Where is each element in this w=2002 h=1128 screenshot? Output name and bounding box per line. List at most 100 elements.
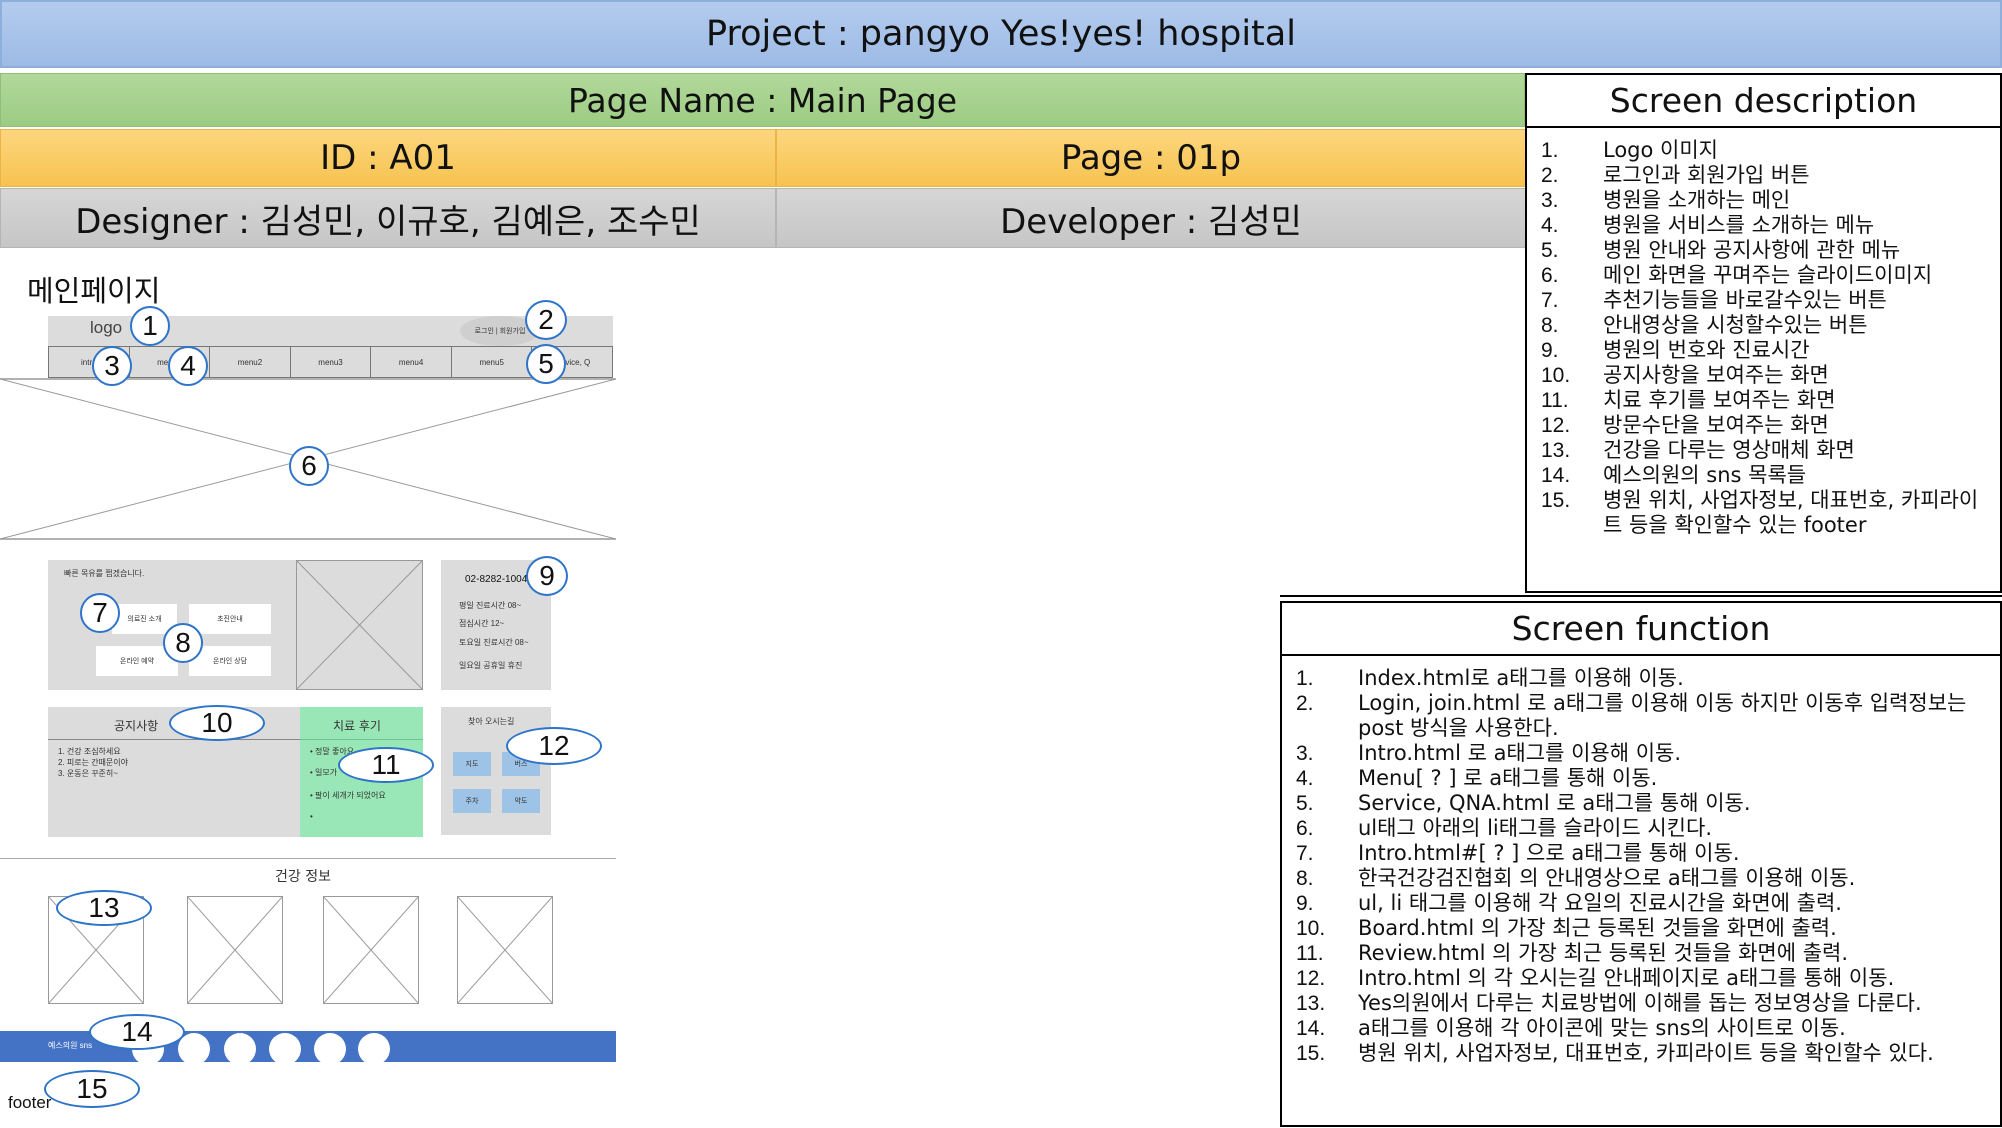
screen-description-panel: Screen description 1.Logo 이미지 2.로그인과 회원가… — [1525, 73, 2002, 593]
wf-phone: 02-8282-1004 — [465, 574, 528, 585]
screen-function-title: Screen function — [1282, 603, 2000, 656]
wf-direction-button: 주차 — [453, 789, 491, 813]
function-item: 13.Yes의원에서 다루는 치료방법에 이해를 돕는 정보영상을 다룬다. — [1296, 991, 1922, 1015]
function-item: 2.Login, join.html 로 a태그를 이용해 이동 하지만 이동후… — [1296, 691, 1967, 740]
wf-logo: logo — [90, 318, 123, 337]
function-item: 1.Index.html로 a태그를 이용해 이동. — [1296, 666, 1684, 690]
description-item: 15.병원 위치, 사업자정보, 대표번호, 카피라이트 등을 확인할수 있는 … — [1541, 488, 1979, 537]
marker-13: 13 — [56, 890, 152, 926]
wf-review-title: 치료 후기 — [333, 719, 381, 733]
function-item: 12.Intro.html 의 각 오시는길 안내페이지로 a태그를 통해 이동… — [1296, 966, 1895, 990]
wf-hours-line: 일요일 공휴일 휴진 — [459, 661, 523, 670]
description-item: 1.Logo 이미지 — [1541, 138, 1718, 162]
function-item: 3.Intro.html 로 a태그를 이용해 이동. — [1296, 741, 1682, 765]
project-title: Project : pangyo Yes!yes! hospital — [706, 14, 1296, 54]
marker-3: 3 — [92, 346, 132, 386]
wf-menu-bar: intro menu1 menu2 menu3 menu4 menu5 serv… — [48, 346, 613, 378]
wf-video-placeholder — [296, 560, 423, 690]
marker-7: 7 — [80, 593, 120, 633]
screen-function-panel: Screen function 1.Index.html로 a태그를 이용해 이… — [1280, 601, 2002, 1127]
wf-review-item: • — [310, 812, 313, 821]
wf-review-item: • 정말 좋아요 — [310, 747, 355, 756]
function-item: 10.Board.html 의 가장 최근 등록된 것들을 화면에 출력. — [1296, 916, 1837, 940]
wireframe-title: 메인페이지 — [27, 274, 161, 308]
wf-direction-button: 지도 — [453, 752, 491, 776]
wf-menu-item: menu3 — [291, 347, 372, 377]
designer-cell: Designer : 김성민, 이규호, 김예은, 조수민 — [0, 188, 776, 248]
description-item: 5.병원 안내와 공지사항에 관한 메뉴 — [1541, 238, 1901, 262]
marker-8: 8 — [163, 623, 203, 663]
function-item: 4.Menu[ ? ] 로 a태그를 통해 이동. — [1296, 766, 1658, 790]
wf-health-video-placeholder — [187, 896, 283, 1004]
wf-notice-item: 2. 피로는 간때문이야 — [58, 758, 128, 767]
wf-login-join-label: 로그인 | 회원가입 — [474, 328, 526, 335]
function-item: 7.Intro.html#[ ? ] 으로 a태그를 통해 이동. — [1296, 841, 1740, 865]
wf-notice-title: 공지사항 — [114, 719, 159, 733]
wf-hours-line: 평일 진료시간 08~ — [459, 601, 522, 610]
wf-menu-item: menu2 — [210, 347, 291, 377]
wf-notice-item: 3. 운동은 꾸준히~ — [58, 769, 118, 778]
marker-1: 1 — [130, 306, 170, 346]
page-id: ID : A01 — [320, 138, 456, 178]
marker-2: 2 — [525, 300, 567, 340]
wf-menu-item: menu4 — [371, 347, 452, 377]
marker-11: 11 — [338, 747, 434, 783]
marker-6: 6 — [289, 446, 329, 486]
description-item: 10.공지사항을 보여주는 화면 — [1541, 363, 1829, 387]
wf-review-divider — [300, 739, 423, 740]
marker-10: 10 — [169, 705, 265, 741]
description-item: 12.방문수단을 보여주는 화면 — [1541, 413, 1829, 437]
marker-9: 9 — [526, 556, 568, 596]
project-title-bar: Project : pangyo Yes!yes! hospital — [0, 0, 2002, 68]
description-item: 11.치료 후기를 보여주는 화면 — [1541, 388, 1836, 412]
description-item: 4.병원을 서비스를 소개하는 메뉴 — [1541, 213, 1875, 237]
page-name: Page Name : Main Page — [568, 80, 957, 120]
description-item: 3.병원을 소개하는 메인 — [1541, 188, 1791, 212]
description-item: 6.메인 화면을 꾸며주는 슬라이드이미지 — [1541, 263, 1933, 287]
wf-health-divider — [0, 858, 616, 859]
wf-health-video-placeholder — [323, 896, 419, 1004]
function-item: 8.한국건강검진협회 의 안내영상으로 a태그를 이용해 이동. — [1296, 866, 1856, 890]
wf-sns-label: 예스의원 sns — [48, 1041, 93, 1050]
wf-directions-title: 찾아 오시는길 — [468, 717, 515, 726]
wf-review-item: • 팔이 세개가 되었어요 — [310, 791, 386, 800]
wf-notice-divider — [48, 739, 300, 740]
description-item: 14.예스의원의 sns 목록들 — [1541, 463, 1807, 487]
wf-menu-item: menu5 — [452, 347, 533, 377]
function-panel-top-rule — [1280, 595, 2002, 597]
wf-review-item-text: 정말 좋아요 — [315, 747, 355, 756]
description-item: 9.병원의 번호와 진료시간 — [1541, 338, 1810, 362]
wf-sns-icon — [358, 1033, 390, 1065]
designer: Designer : 김성민, 이규호, 김예은, 조수민 — [75, 201, 701, 242]
wf-health-video-placeholder — [457, 896, 553, 1004]
screen-function-list: 1.Index.html로 a태그를 이용해 이동. 2.Login, join… — [1282, 656, 2000, 1066]
wf-hours-line: 점심시간 12~ — [459, 619, 505, 628]
function-item: 11.Review.html 의 가장 최근 등록된 것들을 화면에 출력. — [1296, 941, 1849, 965]
wf-notice-item: 1. 건강 조심하세요 — [58, 747, 121, 756]
wf-health-title: 건강 정보 — [275, 869, 331, 885]
wf-review-item-text: 일모가 — [315, 768, 338, 777]
wf-footer-label: footer — [8, 1093, 52, 1112]
marker-4: 4 — [168, 346, 208, 386]
marker-12: 12 — [506, 727, 602, 765]
wf-quick-button: 초진안내 — [189, 604, 271, 634]
description-item: 13.건강을 다루는 영상매체 화면 — [1541, 438, 1855, 462]
function-item: 14.a태그를 이용해 각 아이콘에 맞는 sns의 사이트로 이동. — [1296, 1016, 1846, 1040]
page-name-bar: Page Name : Main Page — [0, 73, 1525, 127]
function-item: 9.ul, li 태그를 이용해 각 요일의 진료시간을 화면에 출력. — [1296, 891, 1842, 915]
description-item: 2.로그인과 회원가입 버튼 — [1541, 163, 1810, 187]
screen-description-title: Screen description — [1527, 75, 2000, 128]
wf-menu-item: service, Q — [554, 357, 591, 367]
wf-direction-button: 약도 — [502, 789, 540, 813]
function-item: 15.병원 위치, 사업자정보, 대표번호, 카피라이트 등을 확인할수 있다. — [1296, 1041, 1934, 1065]
description-item: 7.추천기능들을 바로갈수있는 버튼 — [1541, 288, 1887, 312]
wf-sns-icon — [178, 1033, 210, 1065]
marker-14: 14 — [89, 1014, 185, 1050]
description-item: 8.안내영상을 시청할수있는 버튼 — [1541, 313, 1868, 337]
wf-quick-title: 빠른 목유를 쩝겠습니다. — [64, 569, 145, 578]
wf-quick-button: 의료진 소개 — [112, 604, 177, 634]
page-number: Page : 01p — [1060, 138, 1242, 178]
page-number-cell: Page : 01p — [776, 129, 1526, 187]
screen-description-list: 1.Logo 이미지 2.로그인과 회원가입 버튼 3.병원을 소개하는 메인 … — [1527, 128, 2000, 538]
page-id-cell: ID : A01 — [0, 129, 776, 187]
